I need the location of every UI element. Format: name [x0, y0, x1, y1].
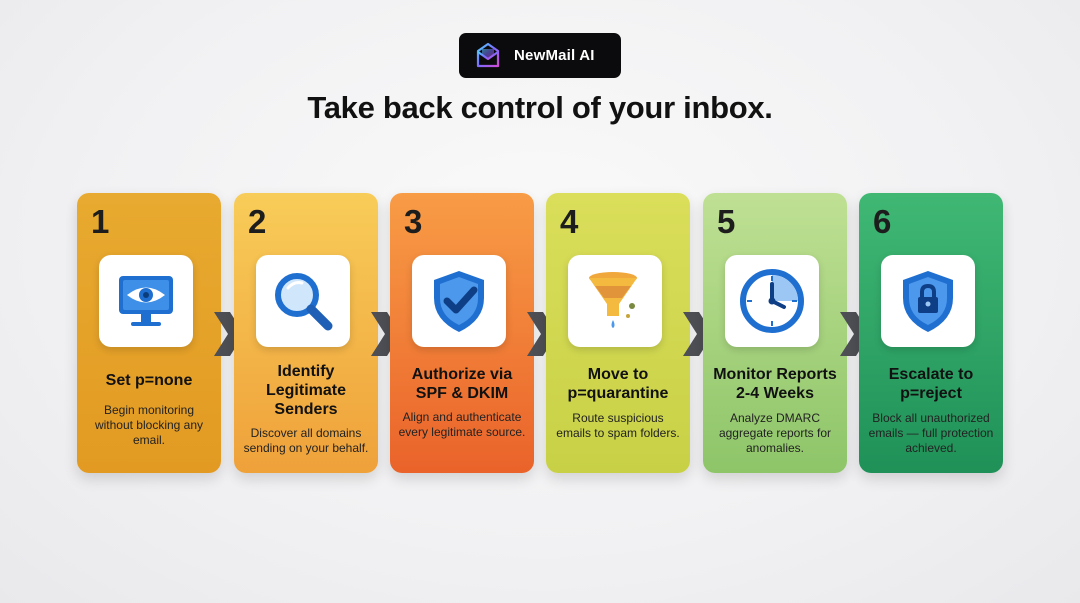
step-number: 5 [717, 203, 736, 240]
step-title: Identify Legitimate Senders [265, 363, 346, 418]
step-number: 4 [560, 203, 579, 240]
step-description: Discover all domains sending on your beh… [243, 426, 369, 455]
step-card-2: 2 Identify Legitimate Senders Discover a… [234, 193, 378, 473]
step-icon-box [99, 255, 193, 347]
step-icon-box [881, 255, 975, 347]
step-card-3: 3 Authorize via SPF & DKIM Align and aut… [390, 193, 534, 473]
step-card-1: 1 Set p=none Begin monitoring without bl… [77, 193, 221, 473]
step-description: Begin monitoring without blocking any em… [94, 403, 204, 447]
step-title: Monitor Reports 2-4 Weeks [713, 366, 837, 402]
step-card-5: 5 Monitor Reports 2-4 Weeks Analyze DMAR… [703, 193, 847, 473]
step-description: Analyze DMARC aggregate reports for anom… [718, 411, 832, 455]
step-number: 1 [91, 203, 110, 240]
envelope-logo-icon [476, 42, 500, 67]
shield-check-icon [434, 271, 484, 332]
clock-icon [740, 269, 804, 333]
step-number: 2 [248, 203, 267, 240]
step-card-6: 6 Escalate to p=reject Block all unautho… [859, 193, 1003, 473]
step-icon-box [725, 255, 819, 347]
step-title: Move to p=quarantine [567, 366, 669, 402]
step-number: 6 [873, 203, 892, 240]
monitor-eye-icon [119, 276, 173, 326]
shield-lock-icon [903, 271, 953, 332]
funnel-icon [589, 272, 637, 328]
brand-name: NewMail AI [514, 47, 595, 64]
step-title: Escalate to p=reject [888, 366, 974, 402]
step-card-4: 4 Move to p=quarantine Route suspicious … [546, 193, 690, 473]
step-title: Authorize via SPF & DKIM [411, 366, 513, 402]
step-description: Route suspicious emails to spam folders. [556, 411, 680, 440]
step-title: Set p=none [105, 372, 193, 389]
magnifier-icon [275, 273, 333, 331]
headline: Take back control of your inbox. [307, 90, 773, 125]
brand-badge: NewMail AI [459, 33, 621, 78]
step-icon-box [412, 255, 506, 347]
step-icon-box [256, 255, 350, 347]
step-description: Align and authenticate every legitimate … [398, 410, 526, 439]
step-icon-box [568, 255, 662, 347]
step-description: Block all unauthorized emails — full pro… [868, 411, 994, 455]
step-number: 3 [404, 203, 423, 240]
